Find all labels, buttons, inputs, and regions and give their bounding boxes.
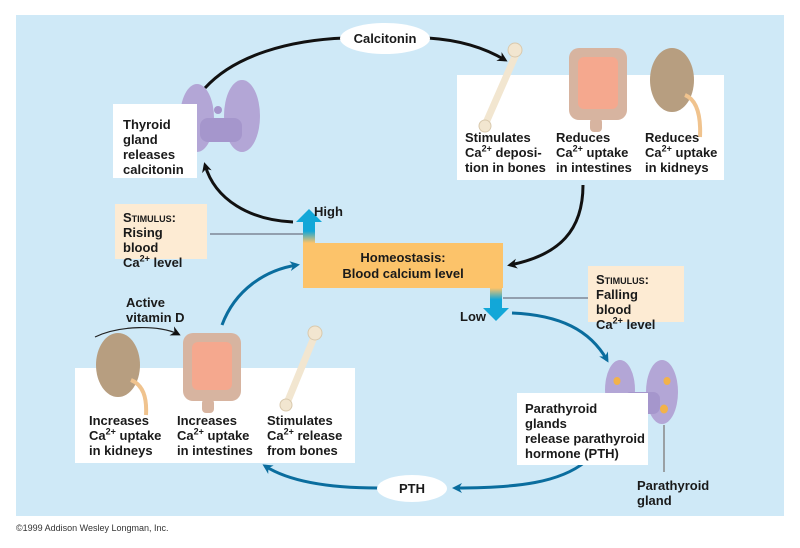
high-label: High	[314, 204, 343, 219]
effect-high-intestines: Reduces Ca2+ uptake in intestines	[556, 130, 632, 175]
arrow-effects-to-homeostasis-low	[220, 261, 300, 326]
copyright-notice: ©1999 Addison Wesley Longman, Inc.	[16, 523, 169, 533]
high-arrow	[296, 209, 322, 243]
bone-icon	[279, 325, 323, 412]
effect-high-kidneys: Reduces Ca2+ uptake in kidneys	[645, 130, 718, 175]
bone-icon	[478, 42, 523, 133]
arrow-pth-to-effects	[262, 464, 379, 490]
arrow-thyroid-to-calcitonin	[203, 36, 346, 90]
homeostasis-box: Homeostasis: Blood calcium level	[303, 243, 503, 288]
intestine-icon	[183, 333, 241, 413]
effect-low-kidneys: Increases Ca2+ uptake in kidneys	[89, 413, 162, 458]
effect-high-bones: Stimulates Ca2+ deposi- tion in bones	[465, 130, 546, 175]
pth-hormone-label: PTH	[377, 475, 447, 502]
effects-low-organs	[96, 325, 323, 416]
homeostasis-title: Homeostasis:	[360, 249, 446, 265]
kidney-icon	[96, 333, 149, 416]
low-label: Low	[460, 309, 486, 324]
active-vitamin-d-label: Active vitamin D	[126, 295, 185, 325]
effect-low-bones: Stimulates Ca2+ release from bones	[267, 413, 343, 458]
stimulus-falling-box: Stimulus: Falling blood Ca2+ level	[588, 266, 684, 332]
effect-low-intestines: Increases Ca2+ uptake in intestines	[177, 413, 253, 458]
arrow-calcitonin-to-effects	[427, 36, 508, 62]
arrow-low-to-parathyroid	[511, 311, 609, 363]
arrow-effects-to-homeostasis	[507, 184, 585, 269]
arrow-parathyroid-to-pth	[452, 460, 586, 493]
thyroid-label: Thyroid gland releases calcitonin	[123, 117, 184, 177]
arrow-kidney-to-intestine	[94, 326, 181, 338]
parathyroid-box	[517, 393, 648, 465]
thyroid-box	[113, 104, 197, 178]
effects-high-organs	[478, 42, 703, 138]
low-arrow	[483, 288, 509, 321]
homeostasis-subtitle: Blood calcium level	[342, 265, 464, 281]
arrow-high-to-thyroid	[202, 162, 294, 224]
intestine-icon	[569, 48, 627, 132]
parathyroid-description: Parathyroid glands release parathyroid h…	[525, 401, 645, 461]
kidney-icon	[650, 48, 703, 138]
calcitonin-hormone-label: Calcitonin	[340, 23, 430, 54]
parathyroid-gland-label: Parathyroid gland	[637, 478, 710, 508]
stimulus-rising-box: Stimulus: Rising blood Ca2+ level	[115, 204, 207, 270]
